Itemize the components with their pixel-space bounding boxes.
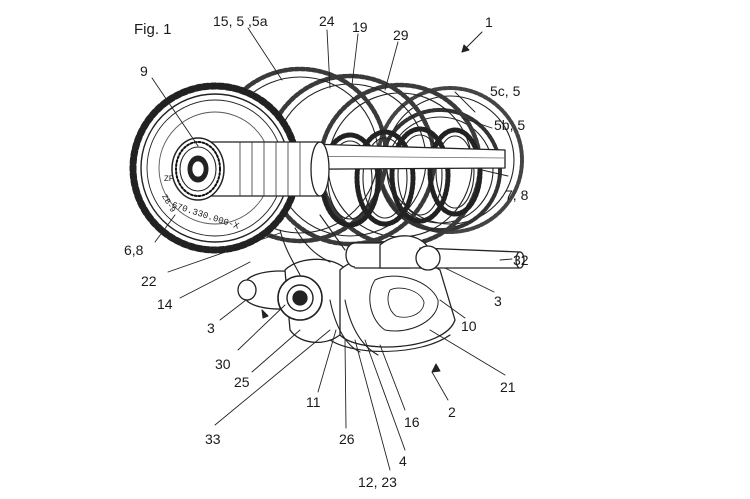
label-5c-5: 5c, 5 — [490, 83, 521, 99]
label-6-8: 6,8 — [124, 242, 144, 258]
label-16: 16 — [404, 414, 420, 430]
label-4: 4 — [399, 453, 407, 469]
label-25: 25 — [234, 374, 250, 390]
shaft-32 — [415, 245, 525, 271]
front-hub — [171, 137, 330, 201]
crankshaft-assembly — [237, 235, 456, 356]
figure-title: Fig. 1 — [134, 21, 172, 38]
label-19: 19 — [352, 19, 368, 35]
gear-5b-teeth — [378, 108, 502, 232]
label-9: 9 — [140, 63, 148, 79]
label-24: 24 — [319, 13, 335, 29]
linkage — [279, 214, 346, 276]
label-26: 26 — [339, 431, 355, 447]
label-32: 32 — [513, 252, 529, 268]
leader-lines — [151, 27, 513, 471]
label-10: 10 — [461, 318, 477, 334]
label-15-5-5a: 15, 5 ,5a — [213, 13, 268, 29]
label-30: 30 — [215, 356, 231, 372]
label-12-23: 12, 23 — [358, 474, 397, 490]
label-3-left: 3 — [207, 320, 215, 336]
label-21: 21 — [500, 379, 516, 395]
label-2: 2 — [448, 404, 456, 420]
label-11: 11 — [306, 394, 321, 410]
label-14: 14 — [157, 296, 173, 312]
label-33: 33 — [205, 431, 221, 447]
label-3-right: 3 — [494, 293, 502, 309]
arrow-1 — [461, 31, 483, 53]
label-7-8: 7, 8 — [505, 187, 529, 203]
arrow-2 — [431, 363, 441, 373]
label-1: 1 — [485, 14, 493, 30]
arrow-30 — [261, 309, 269, 319]
label-22: 22 — [141, 273, 157, 289]
label-5b-5: 5b, 5 — [494, 117, 526, 133]
label-29: 29 — [393, 27, 409, 43]
gear-stamp-logo: ZF — [164, 175, 174, 184]
